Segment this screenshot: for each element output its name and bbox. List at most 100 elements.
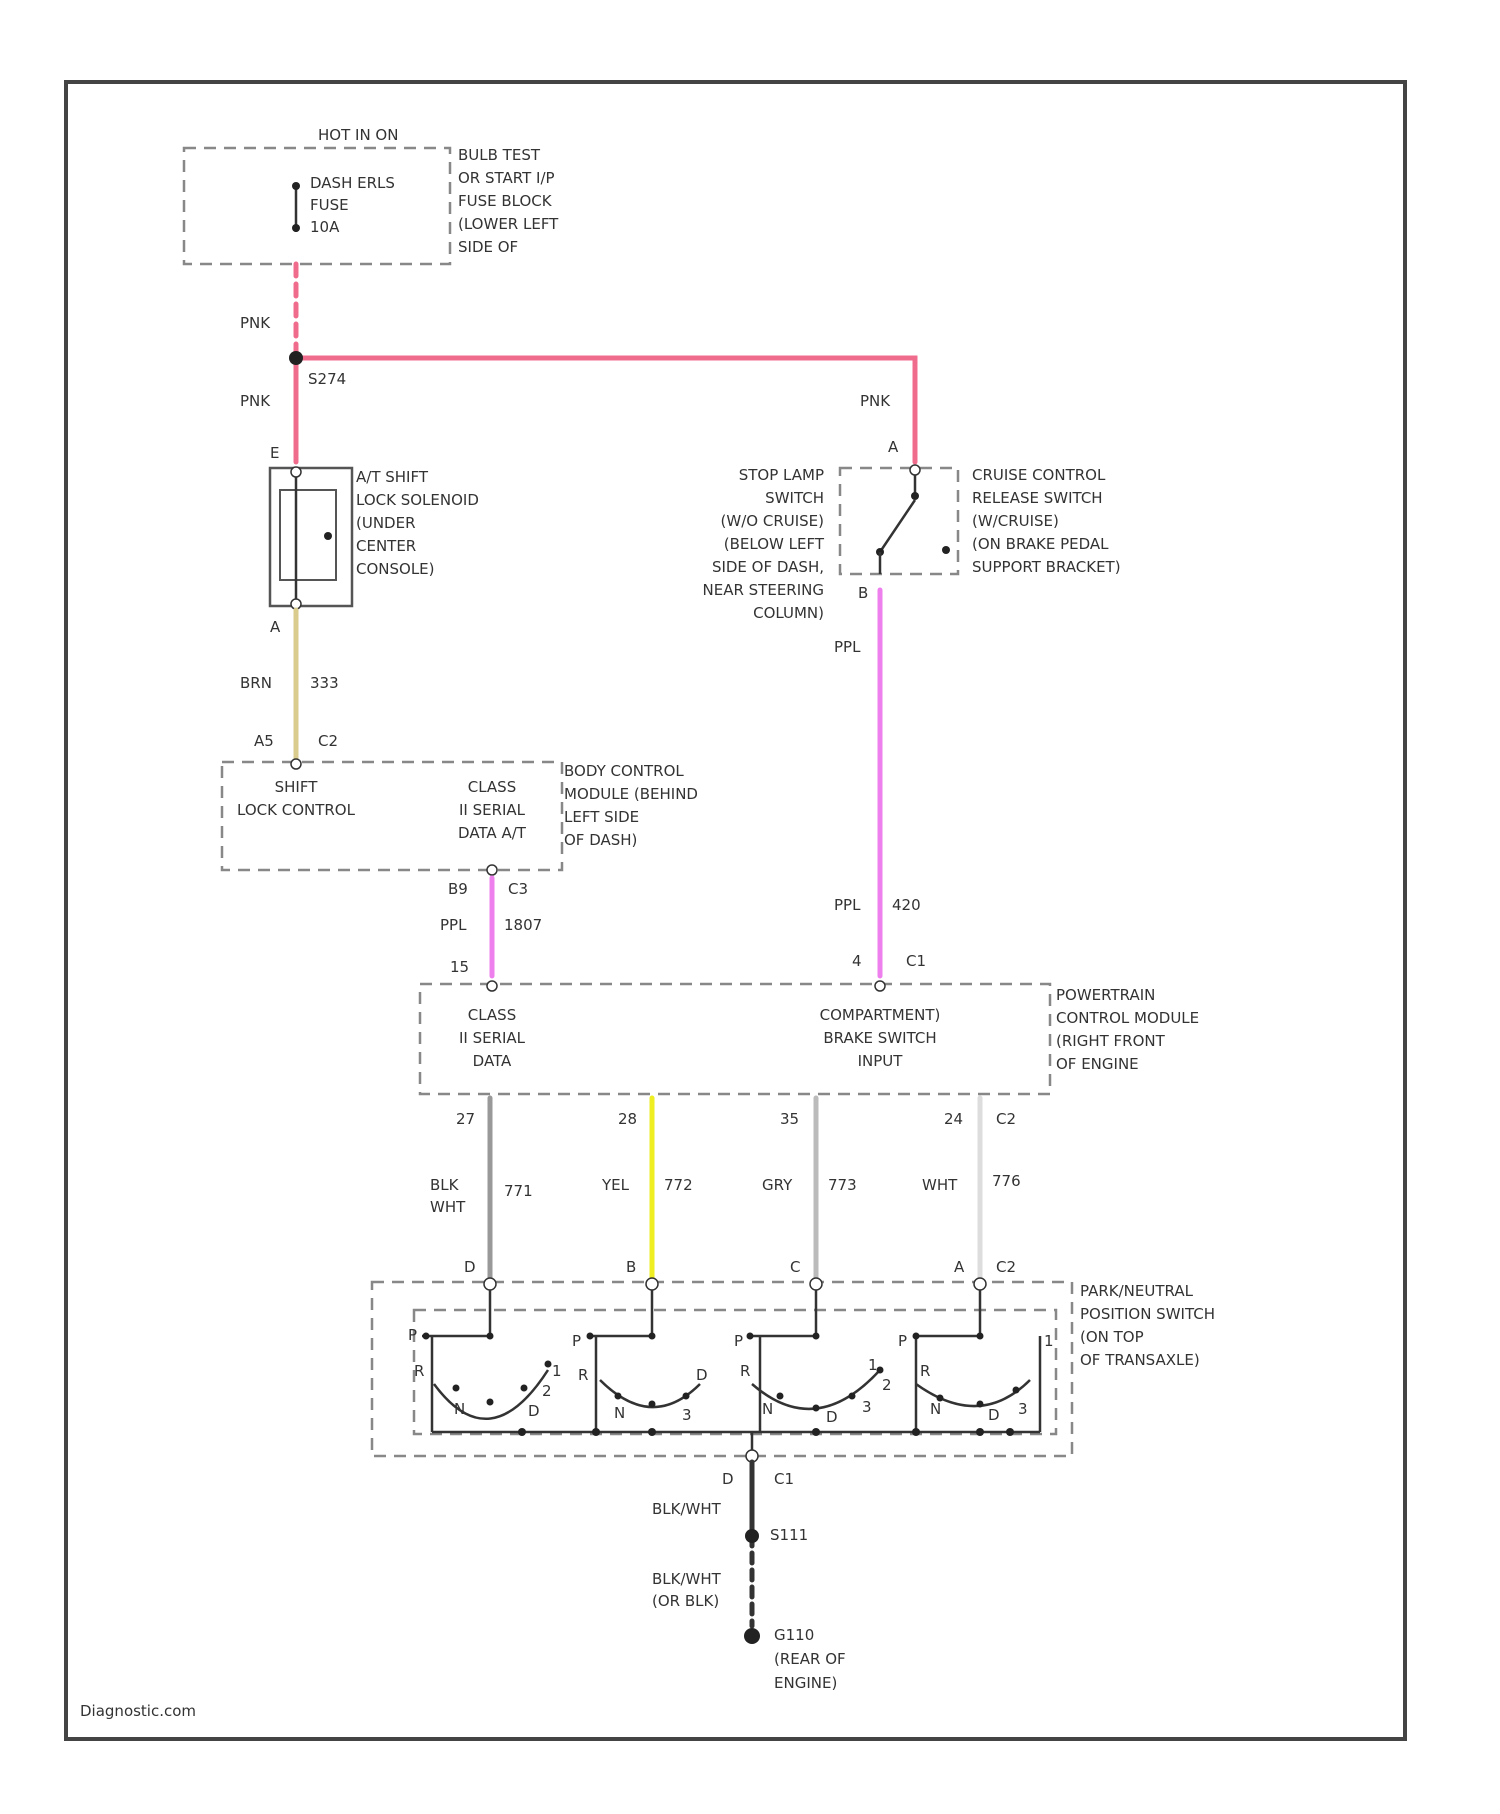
- solenoid-pin-a: A: [270, 618, 281, 636]
- brn-label: BRN: [240, 674, 272, 692]
- prnd-label-4: OF TRANSAXLE): [1080, 1351, 1200, 1369]
- pos-label: R: [578, 1366, 588, 1384]
- gry-circuit-number: 773: [828, 1176, 857, 1194]
- cruise-switch-label-5: SUPPORT BRACKET): [972, 558, 1121, 576]
- pcm-label-3: (RIGHT FRONT: [1056, 1032, 1166, 1050]
- pnk-left-label: PNK: [240, 392, 271, 410]
- bcm-func-right-1: CLASS: [468, 778, 516, 796]
- ppl-right-circuit: PPL PPL 420 4 C1: [834, 590, 926, 976]
- prnd-terminal-d: [484, 1278, 496, 1290]
- park-neutral-position-switch: P R N D P R N 3 D 2 1 P R N D 3 2 1 P R …: [372, 1278, 1215, 1488]
- solenoid-pin-e: E: [270, 444, 279, 462]
- stop-switch-label-left-7: COLUMN): [753, 604, 824, 622]
- stop-switch-pivot-dot: [911, 492, 919, 500]
- stop-switch-label-left-2: SWITCH: [765, 489, 824, 507]
- pos-label: R: [414, 1362, 424, 1380]
- bcm-func-right-2: II SERIAL: [459, 801, 526, 819]
- fuse-location-line-5: SIDE OF: [458, 238, 518, 256]
- pcm-pin-4-terminal: [875, 981, 885, 991]
- blk-wht-label-2: WHT: [430, 1198, 466, 1216]
- pos-label: P: [408, 1326, 417, 1344]
- fuse-hot-label: HOT IN ON: [318, 126, 398, 144]
- splice-s111-dot: [745, 1529, 759, 1543]
- stop-switch-plunger-dot: [942, 546, 950, 554]
- ground-wire-label-2a: BLK/WHT: [652, 1570, 722, 1588]
- prnd-terminal-b: [646, 1278, 658, 1290]
- pcm-bottom-pin-35: 35: [780, 1110, 799, 1128]
- fuse-terminal-top: [292, 182, 300, 190]
- ppl-right-circuit-number: 420: [892, 896, 921, 914]
- pos-label: 2: [542, 1382, 552, 1400]
- pos-label: D: [826, 1408, 838, 1426]
- prnd-position-labels: P R N D P R N 3 D 2 1 P R N D 3 2 1 P R …: [408, 1326, 1054, 1426]
- pos-label: D: [528, 1402, 540, 1420]
- pnk-circuit: PNK PNK S274 PNK: [240, 264, 915, 462]
- pnk-top-label: PNK: [240, 314, 271, 332]
- prnd-label-2: POSITION SWITCH: [1080, 1305, 1215, 1323]
- ground-circuit: BLK/WHT S111 BLK/WHT (OR BLK) G110 (REAR…: [652, 1462, 846, 1692]
- bcm-conn-c3: C3: [508, 880, 528, 898]
- splice-s274-label: S274: [308, 370, 346, 388]
- prnd-inner-outline: [414, 1310, 1056, 1434]
- gry-label: GRY: [762, 1176, 793, 1194]
- fuse-terminal-bottom: [292, 224, 300, 232]
- solenoid-label-line-2: LOCK SOLENOID: [356, 491, 479, 509]
- pos-label: 3: [862, 1398, 872, 1416]
- fuse-name-line-1: DASH ERLS: [310, 174, 395, 192]
- fuse-name-line-2: FUSE: [310, 196, 349, 214]
- splice-s274-dot: [289, 351, 303, 365]
- powertrain-control-module: CLASS II SERIAL DATA COMPARTMENT) BRAKE …: [420, 981, 1199, 1128]
- bcm-func-left-1: SHIFT: [275, 778, 319, 796]
- pos-label: P: [898, 1332, 907, 1350]
- bcm-label-4: OF DASH): [564, 831, 637, 849]
- pcm-conn-c1: C1: [906, 952, 926, 970]
- pos-label: 3: [1018, 1400, 1028, 1418]
- pcm-pin-15: 15: [450, 958, 469, 976]
- pcm-func-left-1: CLASS: [468, 1006, 516, 1024]
- ground-location-2: ENGINE): [774, 1674, 837, 1692]
- solenoid-outer-box: [270, 468, 352, 606]
- pnk-right-label: PNK: [860, 392, 891, 410]
- solenoid-label-line-5: CONSOLE): [356, 560, 435, 578]
- pos-label: N: [930, 1400, 941, 1418]
- bcm-func-left-2: LOCK CONTROL: [237, 801, 356, 819]
- solenoid-terminal-top: [291, 467, 301, 477]
- ground-wire-label-1: BLK/WHT: [652, 1500, 722, 1518]
- prnd-outline: [372, 1282, 1072, 1456]
- pos-label: D: [696, 1366, 708, 1384]
- pos-label: 1: [868, 1356, 878, 1374]
- ppl-left-circuit-number: 1807: [504, 916, 542, 934]
- prnd-terminal-a: [974, 1278, 986, 1290]
- fuse-location-line-4: (LOWER LEFT: [458, 215, 559, 233]
- stop-lamp-switch: A B STOP LAMP SWITCH (W/O CRUISE) (BELOW…: [703, 438, 1121, 622]
- bcm-label-2: MODULE (BEHIND: [564, 785, 698, 803]
- body-control-module: SHIFT LOCK CONTROL CLASS II SERIAL DATA …: [222, 759, 698, 898]
- bcm-label-3: LEFT SIDE: [564, 808, 639, 826]
- fuse-block: HOT IN ON DASH ERLS FUSE 10A BULB TEST O…: [184, 126, 559, 264]
- brn-circuit-number: 333: [310, 674, 339, 692]
- cruise-switch-label-4: (ON BRAKE PEDAL: [972, 535, 1109, 553]
- pos-label: 2: [882, 1376, 892, 1394]
- stop-switch-label-left-6: NEAR STEERING: [703, 581, 824, 599]
- pcm-func-right-3: INPUT: [858, 1052, 904, 1070]
- pos-label: D: [988, 1406, 1000, 1424]
- fuse-location-line-3: FUSE BLOCK: [458, 192, 553, 210]
- ppl-right-label-lower: PPL: [834, 896, 861, 914]
- fuse-name-line-3: 10A: [310, 218, 340, 236]
- prnd-pin-d-top: D: [464, 1258, 476, 1276]
- yel-circuit-number: 772: [664, 1176, 693, 1194]
- ground-location-1: (REAR OF: [774, 1650, 846, 1668]
- pcm-bottom-pin-24: 24: [944, 1110, 963, 1128]
- prnd-label-1: PARK/NEUTRAL: [1080, 1282, 1194, 1300]
- pcm-bottom-pin-28: 28: [618, 1110, 637, 1128]
- wht-circuit-number: 776: [992, 1172, 1021, 1190]
- ppl-right-label-upper: PPL: [834, 638, 861, 656]
- prnd-terminal-c: [810, 1278, 822, 1290]
- stop-switch-label-left-4: (BELOW LEFT: [724, 535, 825, 553]
- pos-label: R: [740, 1362, 750, 1380]
- wht-label: WHT: [922, 1176, 958, 1194]
- pcm-label-1: POWERTRAIN: [1056, 986, 1155, 1004]
- range-signal-circuits: BLK WHT 771 YEL 772 GRY 773 WHT 776 D B …: [430, 1098, 1021, 1282]
- bcm-func-right-3: DATA A/T: [458, 824, 527, 842]
- prnd-label-3: (ON TOP: [1080, 1328, 1144, 1346]
